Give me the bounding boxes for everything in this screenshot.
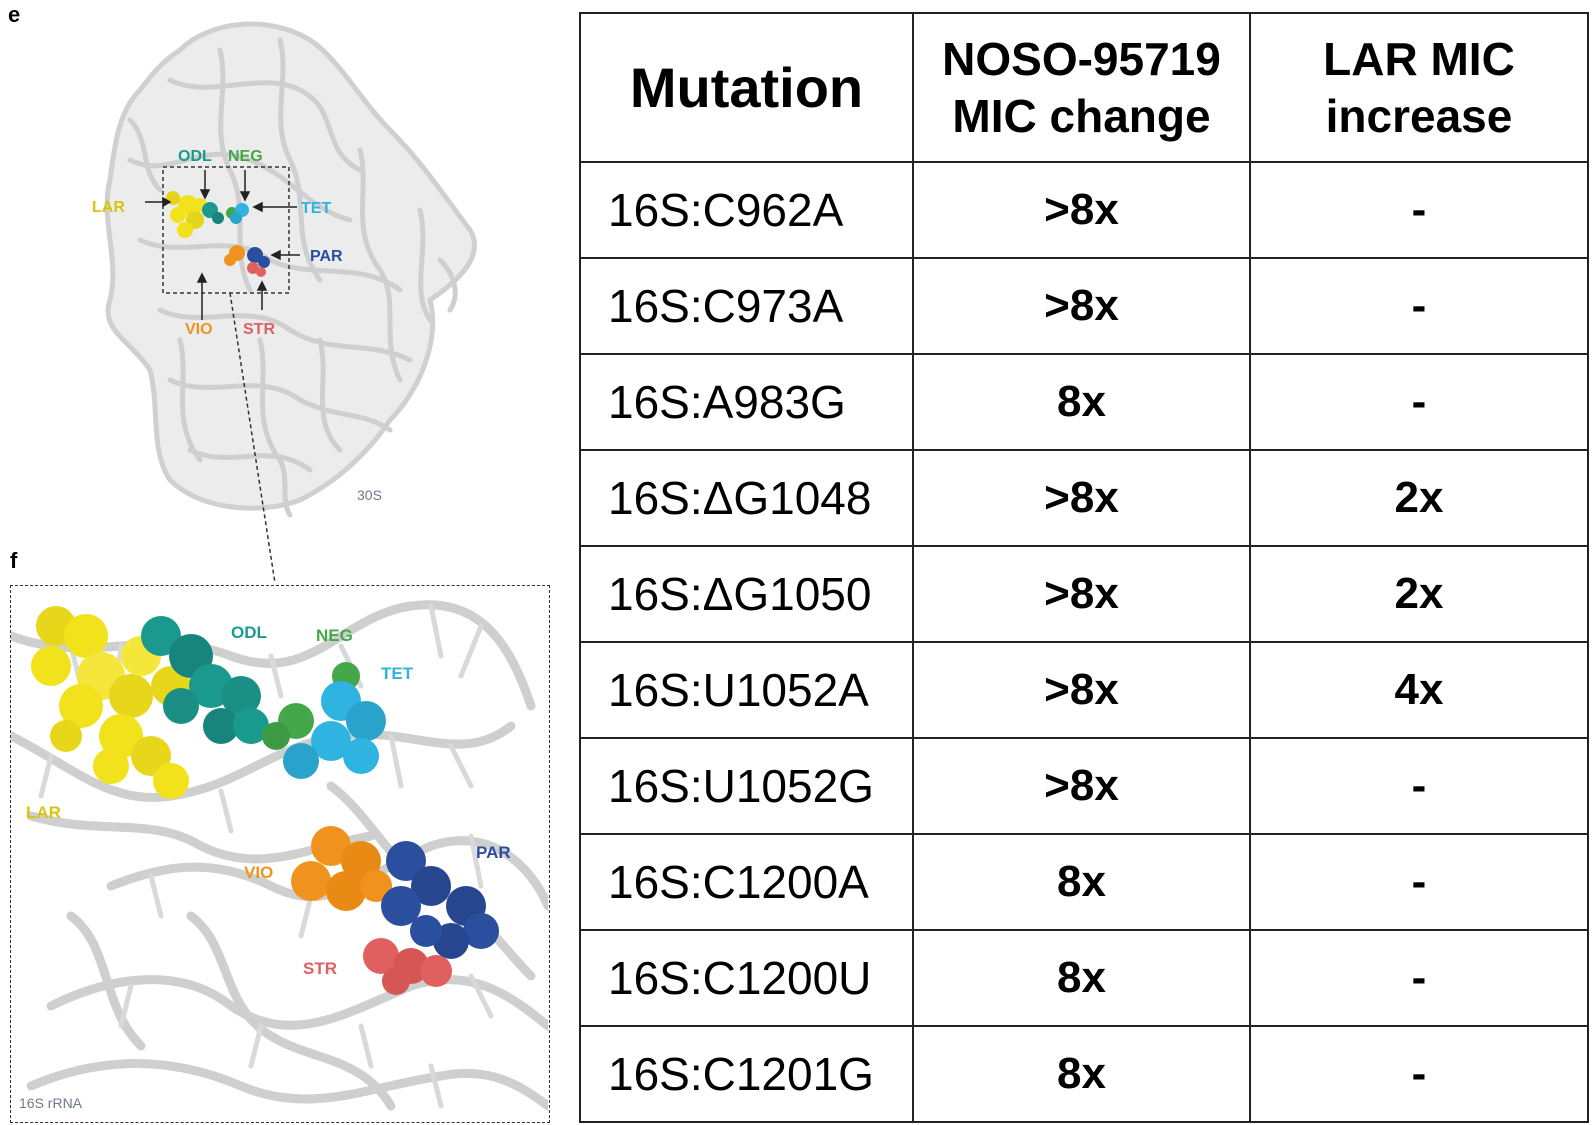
noso-mic-cell: 8x bbox=[912, 1025, 1251, 1123]
mutation-cell: 16S:C1200A bbox=[579, 833, 914, 931]
zoom-label-neg: NEG bbox=[316, 626, 353, 645]
zoom-label-16s-rrna: 16S rRNA bbox=[19, 1095, 83, 1111]
ribosome-30s-structure bbox=[104, 21, 477, 518]
binding-site-zoom-figure: ODL NEG TET LAR VIO PAR STR 16S rRNA bbox=[10, 585, 550, 1123]
label-odl: ODL bbox=[178, 148, 212, 165]
mutation-cell: 16S:U1052A bbox=[579, 641, 914, 739]
vio-spheres bbox=[291, 826, 392, 911]
mutation-cell: 16S:ΔG1050 bbox=[579, 545, 914, 643]
header-lar-mic-increase: LAR MIC increase bbox=[1249, 12, 1589, 163]
lar-mic-cell: - bbox=[1249, 353, 1589, 451]
str-cluster bbox=[247, 262, 266, 277]
panel-label-e: e bbox=[8, 2, 21, 27]
noso-mic-cell: >8x bbox=[912, 545, 1251, 643]
mutation-cell: 16S:A983G bbox=[579, 353, 914, 451]
lar-mic-cell: - bbox=[1249, 737, 1589, 835]
par-cluster bbox=[247, 247, 270, 268]
lar-mic-cell: 2x bbox=[1249, 449, 1589, 547]
binding-site-svg: ODL NEG TET LAR VIO PAR STR 16S rRNA bbox=[11, 600, 548, 1111]
odl-cluster bbox=[202, 202, 224, 224]
label-lar: LAR bbox=[92, 199, 125, 216]
noso-mic-cell: 8x bbox=[912, 929, 1251, 1027]
zoom-label-odl: ODL bbox=[231, 623, 267, 642]
lar-mic-cell: - bbox=[1249, 161, 1589, 259]
zoom-label-lar: LAR bbox=[26, 803, 61, 822]
vio-cluster bbox=[224, 245, 245, 266]
zoom-label-vio: VIO bbox=[244, 863, 273, 882]
ribosome-overview-svg: ODL NEG LAR TET PAR VIO STR 30S bbox=[92, 21, 477, 518]
zoom-label-par: PAR bbox=[476, 843, 511, 862]
mutation-cell: 16S:C973A bbox=[579, 257, 914, 355]
table-row: 16S:C962A>8x- bbox=[579, 161, 1589, 259]
ribosome-overview-figure: ODL NEG LAR TET PAR VIO STR 30S bbox=[60, 10, 520, 540]
lar-mic-cell: - bbox=[1249, 929, 1589, 1027]
header-lar-line1: LAR MIC bbox=[1323, 33, 1515, 86]
label-vio: VIO bbox=[185, 321, 213, 338]
lar-mic-cell: 4x bbox=[1249, 641, 1589, 739]
header-lar-line2: increase bbox=[1325, 89, 1513, 142]
zoom-label-str: STR bbox=[303, 959, 337, 978]
label-neg: NEG bbox=[228, 148, 263, 165]
tet-spheres bbox=[283, 681, 386, 779]
mutation-cell: 16S:U1052G bbox=[579, 737, 914, 835]
table-row: 16S:U1052G>8x- bbox=[579, 737, 1589, 835]
mutation-cell: 16S:ΔG1048 bbox=[579, 449, 914, 547]
lar-mic-cell: 2x bbox=[1249, 545, 1589, 643]
mutation-mic-table: Mutation NOSO-95719 MIC change LAR MIC i… bbox=[579, 12, 1589, 1123]
noso-mic-cell: >8x bbox=[912, 641, 1251, 739]
mutation-cell: 16S:C1200U bbox=[579, 929, 914, 1027]
tet-cluster bbox=[230, 203, 249, 224]
table-row: 16S:C973A>8x- bbox=[579, 257, 1589, 355]
lar-mic-cell: - bbox=[1249, 257, 1589, 355]
lar-mic-cell: - bbox=[1249, 833, 1589, 931]
par-spheres bbox=[381, 841, 499, 959]
mutation-cell: 16S:C962A bbox=[579, 161, 914, 259]
panel-label-f: f bbox=[10, 548, 18, 573]
noso-mic-cell: 8x bbox=[912, 833, 1251, 931]
noso-mic-cell: >8x bbox=[912, 257, 1251, 355]
noso-mic-cell: >8x bbox=[912, 737, 1251, 835]
header-noso-line1: NOSO-95719 bbox=[942, 33, 1221, 86]
str-spheres bbox=[363, 938, 452, 995]
header-mutation: Mutation bbox=[579, 12, 914, 163]
neg-spheres bbox=[262, 662, 360, 750]
table-header-row: Mutation NOSO-95719 MIC change LAR MIC i… bbox=[579, 12, 1589, 163]
annotation-arrows bbox=[145, 170, 300, 320]
mutation-cell: 16S:C1201G bbox=[579, 1025, 914, 1123]
label-tet: TET bbox=[301, 200, 331, 217]
label-str: STR bbox=[243, 321, 275, 338]
label-30s: 30S bbox=[357, 487, 382, 503]
header-noso-mic-change: NOSO-95719 MIC change bbox=[912, 12, 1251, 163]
ribosome-highlight-box bbox=[162, 166, 290, 294]
lar-mic-cell: - bbox=[1249, 1025, 1589, 1123]
noso-mic-cell: >8x bbox=[912, 161, 1251, 259]
odl-spheres bbox=[141, 616, 269, 744]
zoom-label-tet: TET bbox=[381, 664, 414, 683]
label-par: PAR bbox=[310, 248, 343, 265]
noso-mic-cell: 8x bbox=[912, 353, 1251, 451]
noso-mic-cell: >8x bbox=[912, 449, 1251, 547]
header-noso-line2: MIC change bbox=[952, 89, 1211, 142]
